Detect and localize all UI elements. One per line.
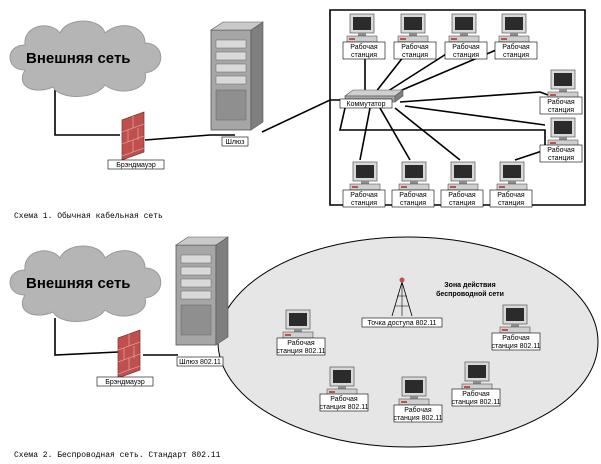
wireless-workstation: Рабочая станция 802.11 [492,304,541,351]
computer-icon [496,161,528,191]
svg-text:станция: станция [548,155,574,162]
workstation: Рабочая станция [342,13,386,60]
computer-icon [448,13,480,43]
computer-icon [498,13,530,43]
firewall-label: Брэндмауэр [105,379,145,386]
svg-text:станция 802.11: станция 802.11 [452,399,501,406]
wireless-workstation: Рабочая станция 802.11 [452,361,501,407]
firewall-icon [121,111,145,161]
svg-text:станция: станция [351,52,377,59]
computer-icon [346,13,378,43]
svg-text:Рабочая: Рабочая [502,334,530,342]
workstation: Рабочая станция [342,161,386,208]
gateway-label: Шлюз 802.11 [179,359,221,366]
svg-text:станция: станция [402,52,428,59]
firewall-label: Брэндмауэр [116,162,156,169]
scheme-2-caption: Схема 2. Беспроводная сеть. Стандарт 802… [14,451,221,460]
svg-text:станция: станция [351,200,377,207]
computer-icon [398,161,430,191]
wireless-workstation: Рабочая станция 802.11 [277,309,326,356]
svg-text:Рабочая: Рабочая [404,406,432,414]
computer-icon [447,161,479,191]
server-icon [210,21,264,131]
svg-text:Рабочая: Рабочая [547,146,575,154]
svg-text:станция 802.11: станция 802.11 [320,404,369,411]
gateway-label: Шлюз [226,139,245,146]
computer-icon [547,117,579,147]
svg-text:Рабочая: Рабочая [497,191,525,199]
svg-text:Рабочая: Рабочая [448,191,476,199]
svg-text:станция 802.11: станция 802.11 [492,343,541,350]
switch-label: Коммутатор [347,101,386,108]
computer-icon [326,366,358,396]
svg-text:Рабочая: Рабочая [350,43,378,51]
computer-icon [547,69,579,99]
computer-icon [397,13,429,43]
computer-icon [349,161,381,191]
svg-text:Рабочая: Рабочая [502,43,530,51]
zone-label-line2: беспроводной сети [436,290,504,298]
svg-text:станция: станция [503,52,529,59]
wireless-workstation: Рабочая станция 802.11 [320,366,369,412]
computer-icon [499,304,531,334]
access-point-label: Точка доступа 802.11 [368,320,437,327]
firewall-icon [117,329,141,379]
workstation: Рабочая станция [489,161,533,208]
svg-text:Рабочая: Рабочая [399,191,427,199]
cables [54,318,178,356]
workstation: Рабочая станция [494,13,538,60]
scheme-1: Внешняя сеть Брэндмауэр Шлюз Коммутатор … [9,9,586,221]
computer-icon [282,309,314,339]
svg-text:станция: станция [449,200,475,207]
external-network-label: Внешняя сеть [26,275,131,292]
svg-text:Рабочая: Рабочая [462,390,490,398]
access-point-icon [391,277,413,317]
computer-icon [398,376,430,406]
workstation: Рабочая станция [539,117,583,163]
svg-text:Рабочая: Рабочая [330,395,358,403]
workstation: Рабочая станция [539,69,583,115]
svg-text:Рабочая: Рабочая [287,339,315,347]
workstation: Рабочая станция [440,161,484,208]
svg-text:Рабочая: Рабочая [350,191,378,199]
svg-text:станция 802.11: станция 802.11 [277,348,326,355]
wireless-workstation: Рабочая станция 802.11 [394,376,443,423]
workstation: Рабочая станция [393,13,437,60]
svg-text:станция: станция [400,200,426,207]
svg-text:Рабочая: Рабочая [452,43,480,51]
svg-text:станция: станция [453,52,479,59]
svg-text:станция 802.11: станция 802.11 [394,415,443,422]
svg-text:Рабочая: Рабочая [547,98,575,106]
svg-text:Рабочая: Рабочая [401,43,429,51]
computer-icon [461,361,493,391]
external-network-label: Внешняя сеть [26,50,131,67]
workstation: Рабочая станция [391,161,435,208]
scheme-2: Внешняя сеть Брэндмауэр Шлюз 802.11 Зона… [9,236,599,460]
scheme-1-caption: Схема 1. Обычная кабельная сеть [14,212,163,221]
workstation: Рабочая станция [444,13,488,60]
zone-label-line1: Зона действия [444,281,495,289]
svg-text:станция: станция [498,200,524,207]
server-icon [175,236,229,346]
svg-text:станция: станция [548,107,574,114]
